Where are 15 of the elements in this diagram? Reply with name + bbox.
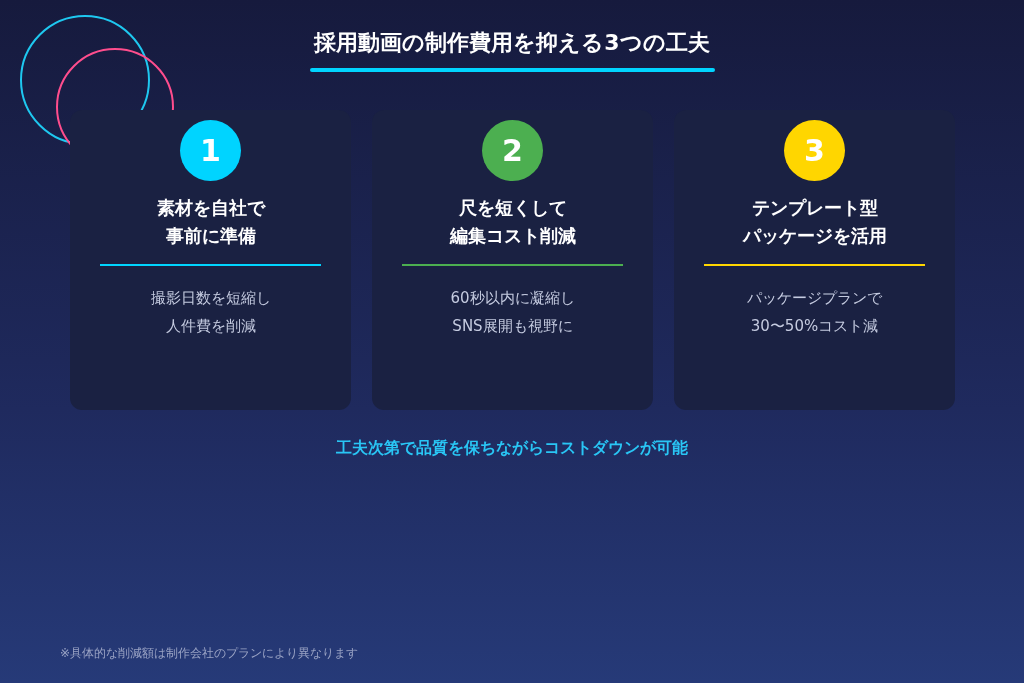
card-description: パッケージプランで30〜50%コスト減 — [746, 288, 883, 337]
card — [674, 110, 955, 410]
card — [70, 110, 351, 410]
card-heading: 素材を自社で事前に準備 — [155, 196, 267, 248]
title: 採用動画の制作費用を抑える3つの工夫 — [314, 29, 710, 57]
summary-note: 工夫次第で品質を保ちながらコストダウンが可能 — [336, 438, 688, 457]
card-heading: テンプレート型パッケージを活用 — [741, 196, 888, 248]
number-badge: 1 — [180, 120, 241, 181]
card-description: 60秒以内に凝縮しSNS展開も視野に — [449, 288, 576, 337]
number-badge: 3 — [784, 120, 845, 181]
card-heading: 尺を短くして編集コスト削減 — [448, 196, 577, 248]
footnote: ※具体的な削減額は制作会社のプランにより異なります — [60, 646, 359, 660]
card-description: 撮影日数を短縮し人件費を削減 — [149, 288, 272, 337]
number-badge: 2 — [482, 120, 543, 181]
card — [372, 110, 653, 410]
